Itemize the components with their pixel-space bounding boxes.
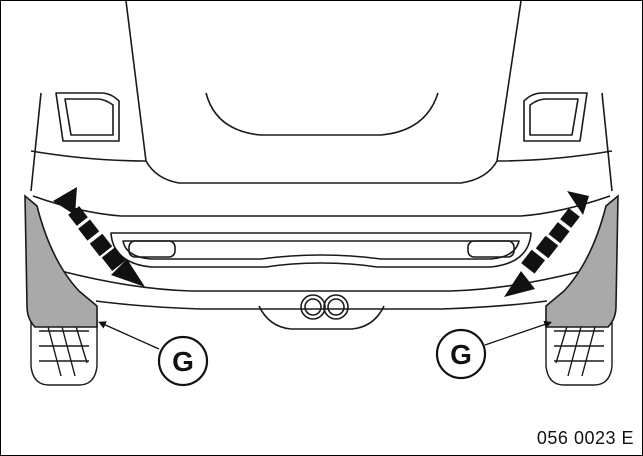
left-mud-flap	[24, 194, 98, 328]
right-callout-label: G	[450, 339, 472, 370]
right-wheel	[545, 306, 613, 386]
left-callout-circle	[157, 335, 209, 387]
left-callout-label: G	[172, 346, 194, 377]
right-leader-line	[484, 320, 552, 346]
right-movement-arrow	[504, 191, 589, 297]
callout-g-right: G	[435, 320, 552, 380]
right-mud-flap	[545, 194, 619, 328]
left-leader-line	[98, 321, 160, 350]
right-callout-circle	[435, 328, 487, 380]
left-movement-arrow	[53, 187, 145, 287]
left-wheel	[30, 306, 98, 386]
callout-g-left: G	[98, 321, 209, 387]
figure-reference-code: 056 0023 E	[536, 428, 634, 448]
